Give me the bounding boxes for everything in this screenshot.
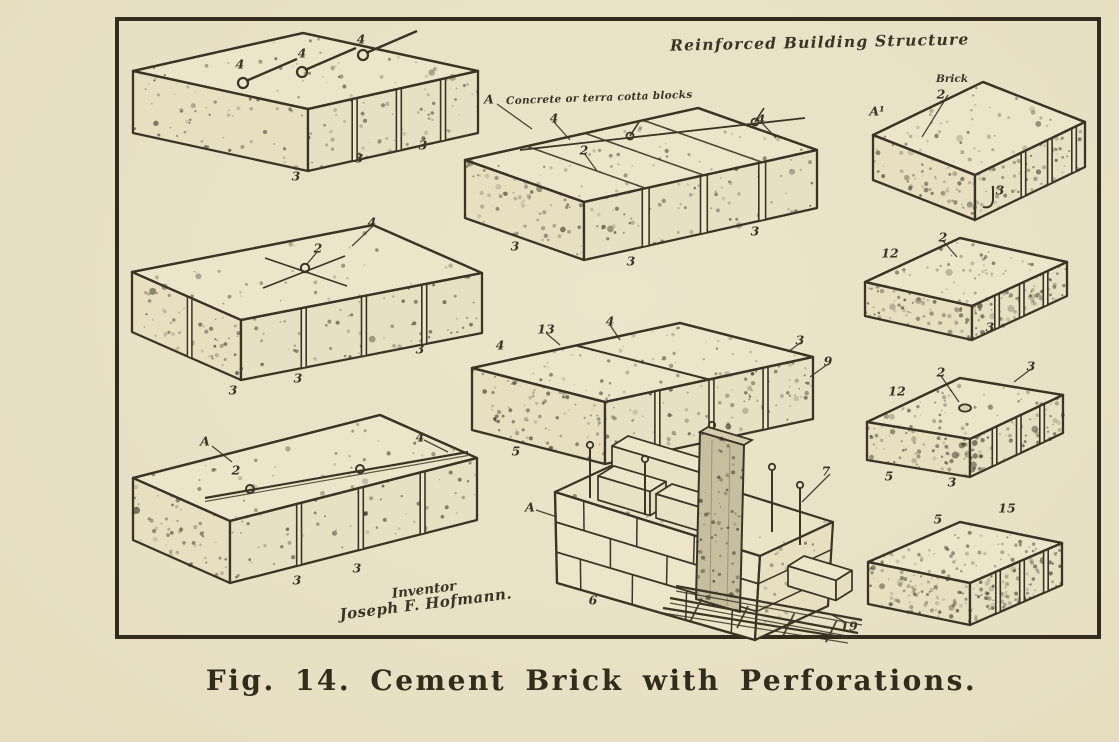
brick-rough-top <box>866 520 1064 627</box>
brick-top-left <box>131 29 480 173</box>
brick-mid-left <box>130 223 484 382</box>
figure-caption: Fig. 14. Cement Brick with Perforations. <box>205 664 978 697</box>
block-row <box>463 106 819 262</box>
leader-lines <box>211 94 1032 623</box>
brick-right-1 <box>871 80 1087 222</box>
wall-assembly <box>553 420 863 644</box>
brick-right-2 <box>863 236 1069 342</box>
block-pair <box>470 321 815 466</box>
brick-right-3 <box>865 376 1065 479</box>
brick-label: Brick <box>936 73 969 85</box>
brick-bottom-left <box>131 413 479 585</box>
